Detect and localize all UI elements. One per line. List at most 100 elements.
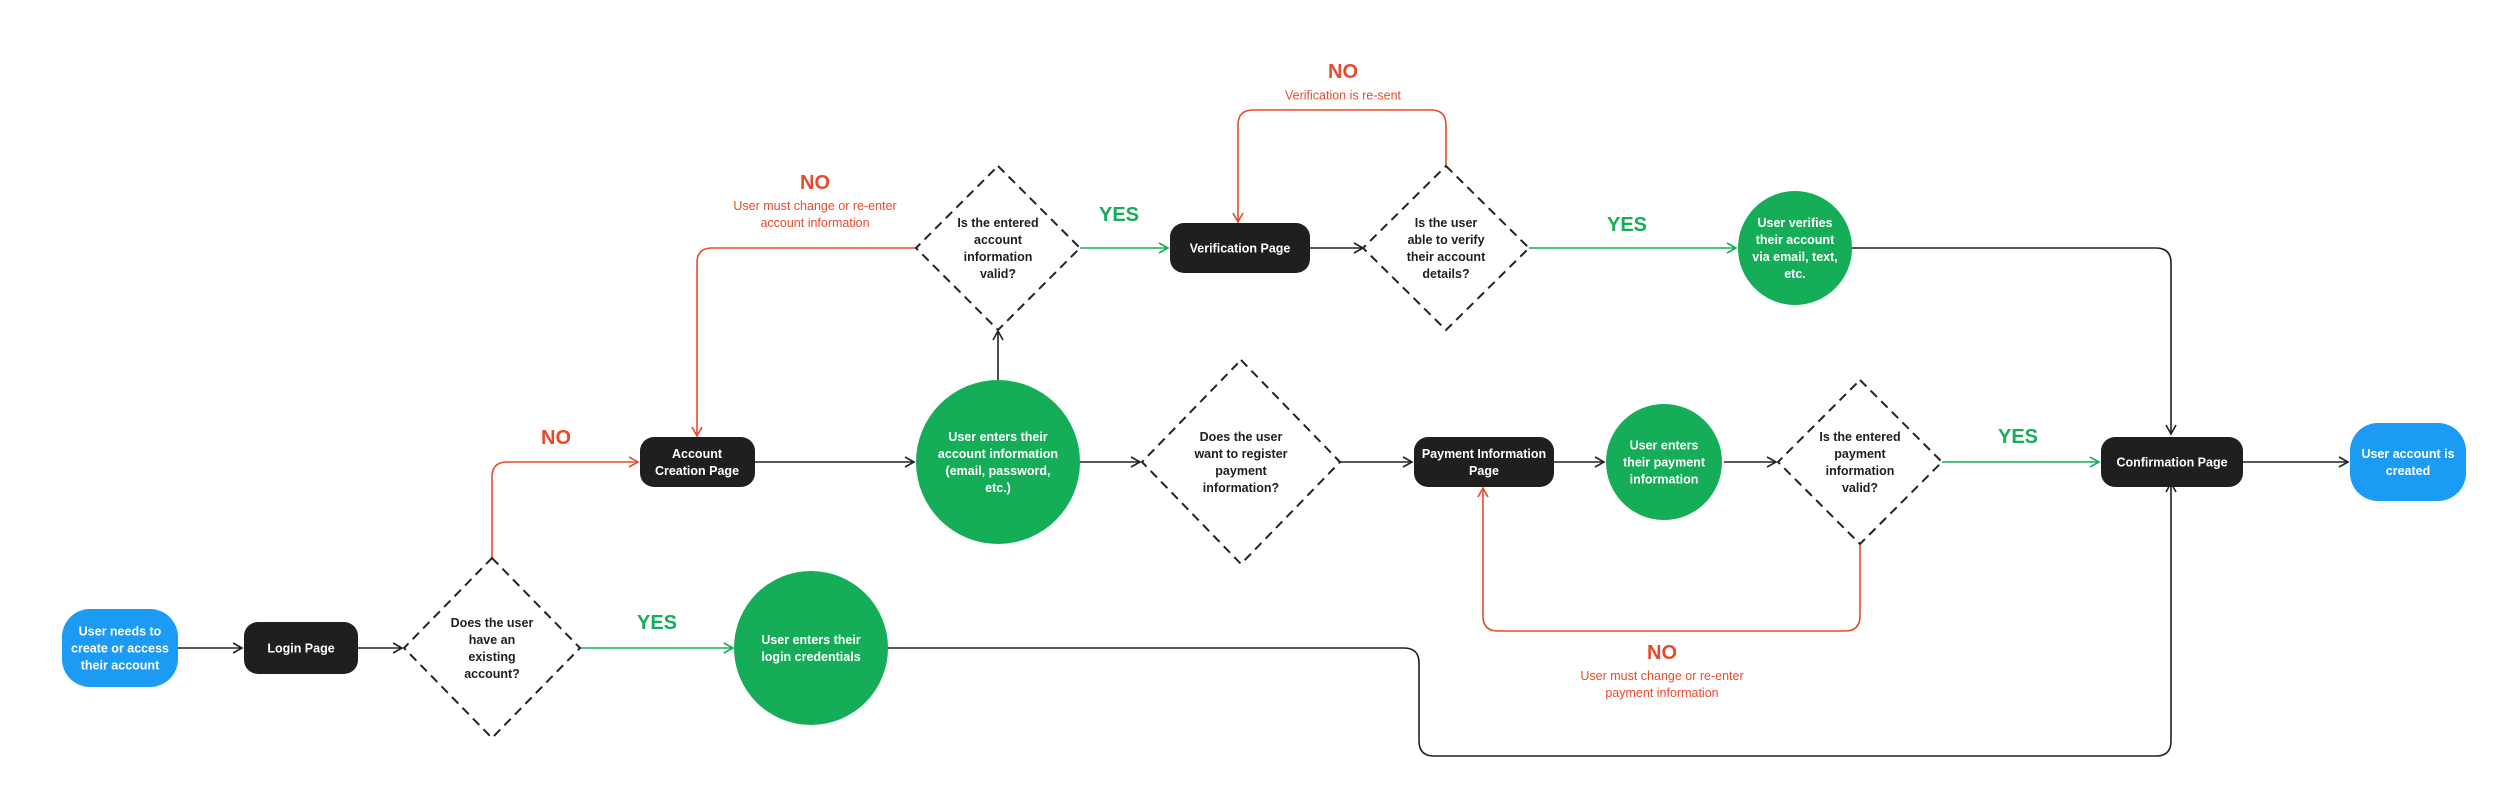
- nodes: User needs to create or access their accou…: [62, 164, 2466, 740]
- text-line: want to register: [1193, 447, 1287, 461]
- text-line: details?: [1422, 267, 1469, 281]
- text-line: existing: [468, 650, 515, 664]
- edge-verifies-to-confirmation: [1852, 247, 2177, 436]
- confirmation-page-node: [2101, 437, 2243, 487]
- edge-labels: YES NO YES NO User must change or re-ent…: [541, 61, 2038, 700]
- text-line: User enters: [1630, 439, 1699, 453]
- existing-account-decision: [402, 556, 582, 740]
- text-line: their account: [1756, 233, 1835, 247]
- start-node-label: User needs to create or access their accou…: [71, 625, 169, 673]
- yes-existing-label: YES: [637, 612, 677, 634]
- edge-valid-no: [691, 247, 916, 438]
- text-line: able to verify: [1407, 233, 1484, 247]
- account-valid-decision: [914, 164, 1082, 332]
- login-page-node: [244, 622, 358, 674]
- text-line: account information: [760, 216, 869, 230]
- login-credentials-node: [734, 571, 888, 725]
- payment-valid-label: Is the entered payment information valid?: [1819, 430, 1900, 495]
- text-line: Does the user: [451, 616, 534, 630]
- edges: [178, 109, 2350, 757]
- account-valid-label: Is the entered account information valid?: [957, 216, 1038, 281]
- text-line: User account is: [2361, 447, 2454, 461]
- text-line: their payment: [1623, 456, 1706, 470]
- text-line: information: [1630, 473, 1699, 487]
- text-line: User needs to: [79, 625, 162, 639]
- text-line: their account: [1407, 250, 1486, 264]
- text-line: Page: [1469, 464, 1499, 478]
- text-line: Is the entered: [957, 216, 1038, 230]
- verification-page-label: Verification Page: [1190, 242, 1291, 256]
- verification-page-node: [1170, 223, 1310, 273]
- text-line: payment information: [1605, 686, 1718, 700]
- text-line: Confirmation Page: [2116, 456, 2227, 470]
- no-payment-valid-label: NO: [1647, 642, 1677, 664]
- text-line: created: [2386, 464, 2430, 478]
- register-payment-decision: [1140, 358, 1342, 566]
- text-line: login credentials: [761, 650, 860, 664]
- account-creation-page-node: [640, 437, 755, 487]
- text-line: via email, text,: [1752, 250, 1837, 264]
- user-verifies-label: User verifies their account via email, tex…: [1752, 216, 1837, 281]
- payment-info-page-node: [1414, 437, 1554, 487]
- text-line: Account: [672, 447, 723, 461]
- no-payment-valid-note: User must change or re-enter payment info…: [1580, 669, 1743, 700]
- text-line: User must change or re-enter: [1580, 669, 1743, 683]
- text-line: Creation Page: [655, 464, 739, 478]
- account-created-label: User account is created: [2361, 447, 2454, 478]
- text-line: User must change or re-enter: [733, 199, 896, 213]
- text-line: User enters their: [948, 430, 1047, 444]
- start-node: [62, 609, 178, 687]
- account-created-node: [2350, 423, 2466, 501]
- text-line: Payment Information: [1422, 447, 1546, 461]
- no-account-valid-note: User must change or re-enter account info…: [733, 199, 896, 230]
- payment-valid-decision: [1776, 378, 1944, 546]
- text-line: payment: [1834, 447, 1886, 461]
- login-page-label: Login Page: [267, 642, 334, 656]
- text-line: create or access: [71, 642, 169, 656]
- register-payment-label: Does the user want to register payment info…: [1193, 430, 1287, 495]
- text-line: information?: [1203, 481, 1279, 495]
- text-line: valid?: [980, 267, 1016, 281]
- text-line: User enters their: [761, 633, 860, 647]
- login-credentials-label: User enters their login credentials: [761, 633, 860, 664]
- text-line: account?: [464, 667, 520, 681]
- yes-payment-valid-label: YES: [1998, 426, 2038, 448]
- text-line: valid?: [1842, 481, 1878, 495]
- user-verifies-node: [1738, 191, 1852, 305]
- text-line: their account: [81, 659, 160, 673]
- yes-account-valid-label: YES: [1099, 204, 1139, 226]
- edge-credentials-to-confirmation: [887, 481, 2177, 757]
- text-line: payment: [1215, 464, 1267, 478]
- text-line: (email, password,: [946, 464, 1051, 478]
- existing-account-label: Does the user have an existing account?: [451, 616, 534, 681]
- no-account-valid-label: NO: [800, 172, 830, 194]
- text-line: Login Page: [267, 642, 334, 656]
- text-line: information: [1826, 464, 1895, 478]
- payment-info-node: [1606, 404, 1722, 520]
- text-line: information: [964, 250, 1033, 264]
- yes-verify-label: YES: [1607, 214, 1647, 236]
- text-line: User verifies: [1757, 216, 1832, 230]
- text-line: Is the user: [1415, 216, 1478, 230]
- edge-existing-no: [491, 456, 640, 558]
- text-line: Is the entered: [1819, 430, 1900, 444]
- account-info-node: [916, 380, 1080, 544]
- no-existing-label: NO: [541, 427, 571, 449]
- text-line: have an: [469, 633, 516, 647]
- edge-validpayment-no: [1477, 486, 1861, 632]
- confirmation-page-label: Confirmation Page: [2116, 456, 2227, 470]
- edge-verify-no: [1232, 109, 1447, 224]
- text-line: etc.): [985, 481, 1011, 495]
- no-verify-label: NO: [1328, 61, 1358, 83]
- text-line: Verification Page: [1190, 242, 1291, 256]
- text-line: Does the user: [1200, 430, 1283, 444]
- text-line: etc.: [1784, 267, 1806, 281]
- text-line: Verification is re-sent: [1285, 89, 1402, 103]
- text-line: account: [974, 233, 1023, 247]
- no-verify-note: Verification is re-sent: [1285, 89, 1402, 103]
- verify-decision-label: Is the user able to verify their account de…: [1407, 216, 1486, 281]
